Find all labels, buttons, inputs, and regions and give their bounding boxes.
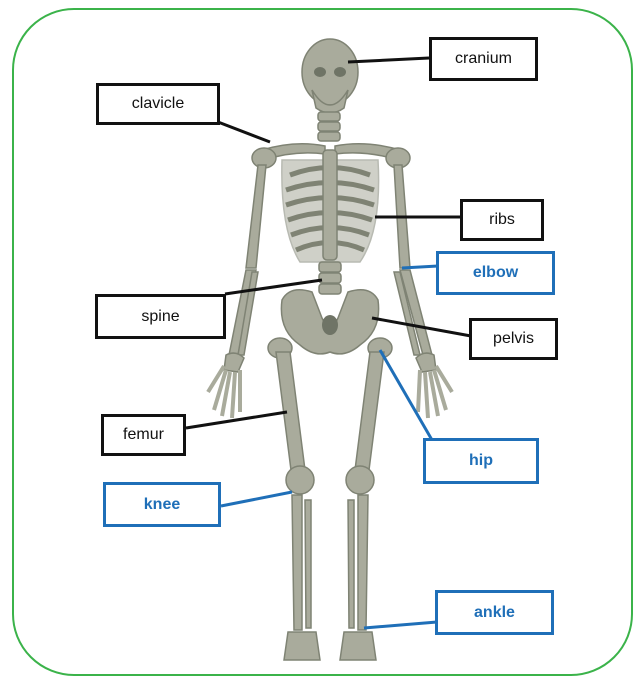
- ribs-label: ribs: [460, 199, 544, 241]
- skull-shape: [302, 39, 358, 113]
- rib-cage-shape: [282, 150, 379, 262]
- ankle-label: ankle: [435, 590, 554, 635]
- pelvis-label: pelvis: [469, 318, 558, 360]
- elbow-leader-line: [402, 266, 438, 268]
- femur-leader-line: [186, 412, 287, 428]
- elbow-label: elbow: [436, 251, 555, 295]
- knee-label: knee: [103, 482, 221, 527]
- cranium-label: cranium: [429, 37, 538, 81]
- left-leg-shape: [268, 338, 320, 660]
- cranium-leader-line: [348, 58, 429, 62]
- hip-label: hip: [423, 438, 539, 484]
- femur-label: femur: [101, 414, 186, 456]
- lumbar-spine-shape: [319, 262, 341, 294]
- neck-vertebrae-shape: [318, 112, 340, 141]
- clavicle-label: clavicle: [96, 83, 220, 125]
- spine-label: spine: [95, 294, 226, 339]
- right-leg-shape: [340, 338, 392, 660]
- knee-leader-line: [221, 492, 292, 506]
- clavicle-leader-line: [218, 122, 270, 142]
- ankle-leader-line: [364, 622, 437, 628]
- pelvis-shape: [281, 290, 378, 354]
